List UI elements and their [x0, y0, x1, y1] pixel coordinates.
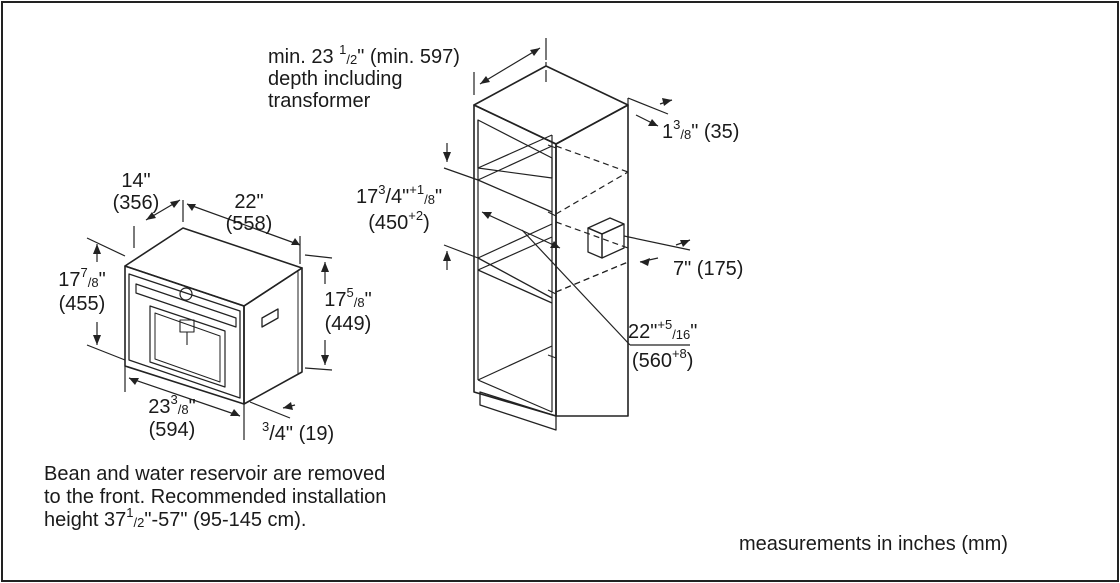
- coffee-machine-drawing: [86, 199, 333, 440]
- front-height-label: 177/8" (455): [46, 265, 118, 316]
- depth-line-2: depth including: [268, 68, 403, 90]
- cutout-width-mm: (560+8): [631, 346, 694, 372]
- units-note: measurements in inches (mm): [739, 533, 1008, 555]
- front-height-mm: (455): [58, 293, 106, 315]
- depth-line-3: transformer: [268, 90, 371, 112]
- cabinet-side-gap-label: 13/8" (35): [662, 117, 740, 143]
- cabinet-dimension-lines: [443, 38, 691, 346]
- cutout-height-inches: 173/4"+1/8": [356, 182, 443, 208]
- body-height-inches: 175/8": [324, 285, 372, 311]
- body-height-label: 175/8" (449): [312, 285, 384, 336]
- machine-width-label: 22" (558): [218, 191, 280, 235]
- machine-depth-label: 14" (356): [108, 170, 164, 214]
- depth-line-1: min. 23 1/2" (min. 597): [268, 42, 460, 68]
- panel-offset-label: 3/4" (19): [262, 419, 335, 445]
- installation-note-line-3: height 371/2"-57" (95-145 cm).: [44, 505, 307, 532]
- installation-note-line-1: Bean and water reservoir are removed: [44, 463, 386, 485]
- front-height-inches: 177/8": [58, 265, 106, 291]
- front-width-mm: (594): [148, 419, 196, 441]
- machine-depth-mm: (356): [112, 192, 160, 214]
- depth-label: min. 23 1/2" (min. 597) depth including …: [268, 42, 460, 112]
- cutout-dashed-lines: [555, 145, 629, 293]
- cutout-height-label: 173/4"+1/8" (450+2): [356, 182, 443, 236]
- installation-note-line-2: to the front. Recommended installation: [44, 486, 387, 509]
- cabinet-drawing: [473, 62, 629, 431]
- front-width-label: 233/8" (594): [136, 392, 208, 442]
- transformer-box: [587, 217, 625, 259]
- cutout-height-mm: (450+2): [368, 208, 430, 234]
- arrowheads: [93, 48, 690, 416]
- cutout-width-inches: 22"+5/16": [628, 317, 698, 343]
- body-height-mm: (449): [324, 313, 372, 335]
- machine-width-mm: (558): [225, 213, 273, 235]
- cutout-width-label: 22"+5/16" (560+8): [628, 318, 697, 376]
- front-width-inches: 233/8": [148, 392, 196, 418]
- machine-depth-inches: 14": [121, 170, 151, 192]
- installation-note: Bean and water reservoir are removed to …: [44, 463, 386, 533]
- machine-width-inches: 22": [234, 191, 264, 213]
- transformer-offset-label: 7" (175): [673, 258, 744, 280]
